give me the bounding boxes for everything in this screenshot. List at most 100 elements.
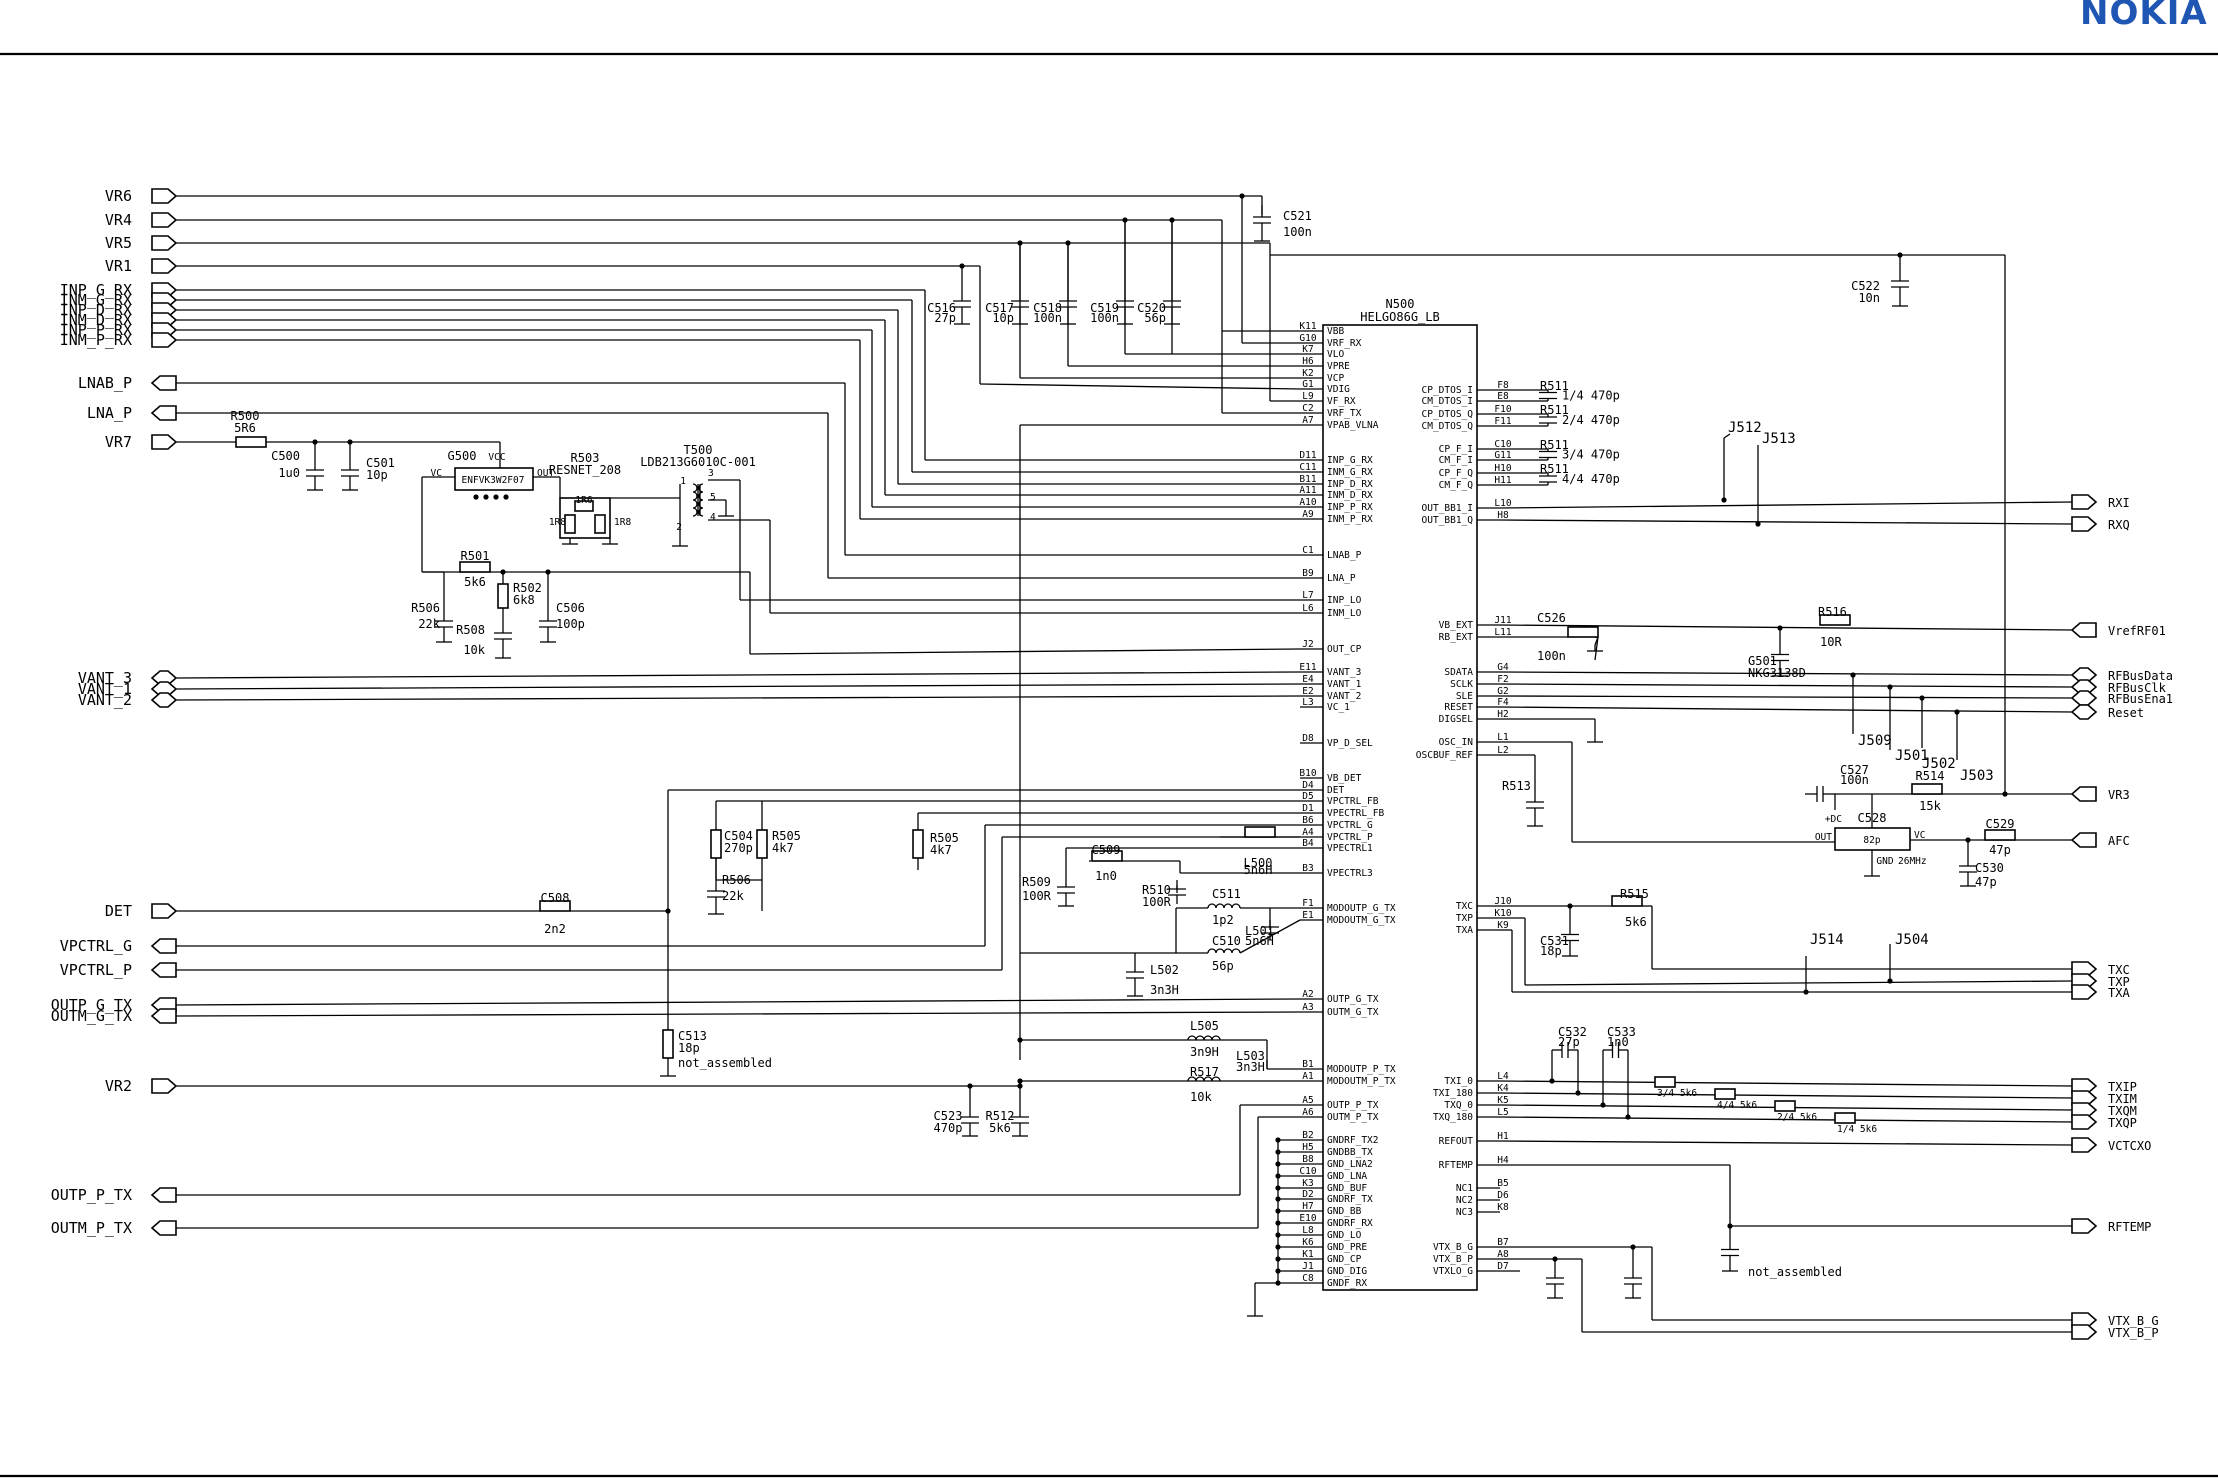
wire — [1499, 519, 2073, 525]
pin-number: A2 — [1302, 989, 1313, 1000]
pin-number: H5 — [1302, 1142, 1313, 1153]
pin-name: OSCBUF_REF — [1416, 750, 1473, 761]
pin-name: MODOUTM_G_TX — [1327, 915, 1396, 926]
junction-dot — [1721, 497, 1727, 503]
component-value: 100p — [556, 617, 585, 631]
not-assembled-label: not_assembled — [678, 1056, 772, 1070]
port-label: VPCTRL_P — [60, 961, 132, 979]
pin-number: H10 — [1494, 463, 1511, 474]
component-ref: R516 — [1818, 605, 1847, 619]
port-label: INM_G_RX — [60, 291, 132, 309]
jumper-label: J512 — [1728, 420, 1762, 436]
pin-name: OUTM_G_TX — [1327, 1007, 1379, 1018]
port-label: RFBusData — [2108, 669, 2173, 683]
resistor — [1611, 895, 1643, 907]
resistor — [1911, 783, 1943, 795]
pin-number: B7 — [1497, 1237, 1508, 1248]
pin-number: F10 — [1494, 404, 1511, 415]
component-value: 10R — [1820, 635, 1842, 649]
pin-name: GND_BUF — [1327, 1183, 1367, 1194]
component-ref: R511 — [1540, 462, 1569, 476]
component-ref: R500 — [231, 409, 260, 423]
component-ref: R506 — [722, 873, 751, 887]
pin-name: SCLK — [1450, 679, 1473, 690]
pin-number: H8 — [1497, 510, 1509, 521]
pin-number: J10 — [1494, 896, 1511, 907]
port-label: TXIM — [2108, 1092, 2137, 1106]
port-label: VTX_B_G — [2108, 1314, 2159, 1328]
pin-name: VTX_B_P — [1433, 1254, 1473, 1265]
component-ref: R506 — [411, 601, 440, 615]
junction-dot — [493, 494, 499, 500]
pin-number: A11 — [1299, 485, 1316, 496]
inductor — [1207, 903, 1241, 909]
jumper-label: J513 — [1762, 431, 1796, 447]
component-ref: C520 — [1137, 301, 1166, 315]
junction-dot — [1803, 989, 1809, 995]
port-arrow-out — [151, 434, 178, 450]
pin-number: K1 — [1302, 1249, 1314, 1260]
junction-dot — [665, 908, 671, 914]
port-arrow-out — [2071, 1324, 2098, 1340]
junction-dot — [1897, 252, 1903, 258]
ic-g501-part: 82p — [1863, 835, 1880, 846]
port-label: OUTM_G_TX — [51, 1007, 132, 1025]
component-value: 27p — [1558, 1035, 1580, 1049]
component-value: 270p — [724, 841, 753, 855]
pin-number: K5 — [1497, 1095, 1508, 1106]
pin-name: VC_1 — [1327, 702, 1350, 713]
component-value: 5n6H — [1244, 863, 1273, 877]
junction-dot — [347, 439, 353, 445]
junction-dots — [312, 193, 2008, 1286]
port-label: OUTP_G_TX — [51, 996, 132, 1014]
pin-number: K2 — [1302, 368, 1313, 379]
g501-gnd: GND — [1876, 856, 1893, 867]
component-value: 18p — [1540, 944, 1562, 958]
port-arrow-out — [2071, 1114, 2098, 1130]
component-ref: C526 — [1537, 611, 1566, 625]
pin-name: VB_EXT — [1439, 620, 1474, 631]
port-arrow-out — [2071, 494, 2098, 510]
port-label: TXQP — [2108, 1116, 2137, 1130]
port-label: RXQ — [2108, 518, 2130, 532]
port-arrow-in — [2070, 786, 2097, 802]
pin-name: TXQ_0 — [1444, 1100, 1473, 1111]
pin-number: A7 — [1302, 415, 1313, 426]
inductor — [1187, 1035, 1221, 1041]
junction-dot — [1275, 1256, 1281, 1262]
junction-dot — [473, 494, 479, 500]
pin-name: GNDRF_TX2 — [1327, 1135, 1378, 1146]
pin-name: INM_D_RX — [1327, 490, 1373, 501]
junction-dot — [1275, 1149, 1281, 1155]
wire — [175, 683, 1301, 690]
component-ref: C510 — [1212, 934, 1241, 948]
pin-name: VANT_3 — [1327, 667, 1361, 678]
component-value: 5k6 — [1625, 915, 1647, 929]
component-value: 100n — [1033, 311, 1062, 325]
pin-name: VRF_TX — [1327, 408, 1362, 419]
components — [235, 205, 2016, 1317]
wire — [1499, 1116, 2073, 1123]
wire — [1499, 683, 2073, 688]
pin-name: GND_BB — [1327, 1206, 1362, 1217]
pin-number: C11 — [1299, 462, 1316, 473]
inductor — [1187, 1076, 1221, 1082]
port-label: TXIP — [2108, 1080, 2137, 1094]
pin-name: OUT_BB1_Q — [1422, 515, 1474, 526]
wire — [1499, 624, 2073, 631]
component-value: 5n6H — [1245, 934, 1274, 948]
pin-number: A10 — [1299, 497, 1316, 508]
pin-number: B11 — [1299, 474, 1316, 485]
pin-name: GNDRF_RX — [1327, 1218, 1373, 1229]
junction-dot — [1625, 1114, 1631, 1120]
jumper-label: J509 — [1858, 733, 1892, 749]
port-label: RFBusClk — [2108, 681, 2167, 695]
wire — [1499, 695, 2073, 699]
port-arrow-in — [150, 1187, 177, 1203]
t500-pin: 3 — [708, 468, 714, 479]
pin-number: B10 — [1299, 768, 1316, 779]
component-ref: L503 — [1236, 1049, 1265, 1063]
component-ref: C500 — [271, 449, 300, 463]
junction-dot — [1850, 672, 1856, 678]
pin-name: OUTP_P_TX — [1327, 1100, 1379, 1111]
